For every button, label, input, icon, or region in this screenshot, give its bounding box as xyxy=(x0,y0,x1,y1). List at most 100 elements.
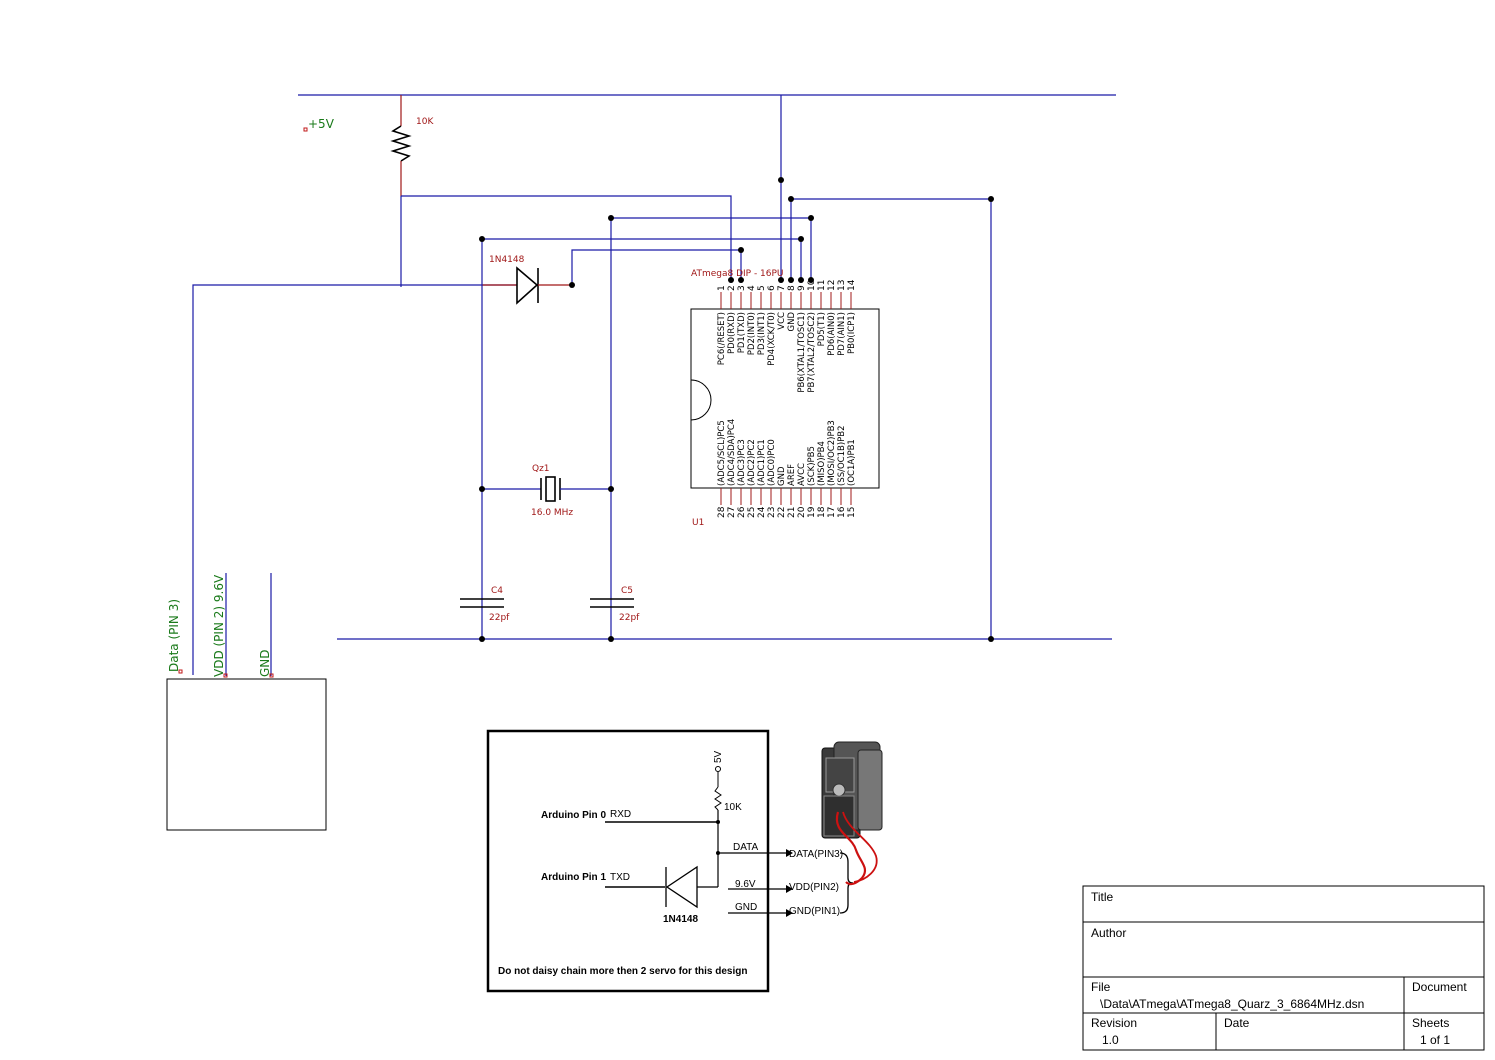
mcu-pin-number: 26 xyxy=(737,506,747,518)
pullup-resistor xyxy=(390,95,412,196)
mcu-notch xyxy=(690,379,712,421)
capacitor-c4 xyxy=(460,598,504,608)
diode-label: 1N4148 xyxy=(489,255,525,265)
inset-servo-vdd: VDD(PIN2) xyxy=(789,882,839,893)
mcu-pin-name: PB0(ICP1) xyxy=(847,312,857,354)
inset-data-net: DATA xyxy=(733,842,759,853)
mcu-pin-number: 22 xyxy=(777,507,787,518)
mcu-pin-number: 3 xyxy=(737,285,747,291)
mcu-pin-name: (ADC0)PC0 xyxy=(767,439,777,486)
mcu-pin-number: 14 xyxy=(847,279,857,291)
inset-txd: TXD xyxy=(610,872,630,883)
inset-frame xyxy=(486,729,770,993)
crystal-name: Qz1 xyxy=(532,464,550,474)
mcu-pin-number: 6 xyxy=(767,285,777,291)
inset-arduino-pin1: Arduino Pin 1 xyxy=(541,872,606,883)
connector-pin-vdd: VDD (PIN 2) 9.6V xyxy=(212,574,226,677)
mcu-pin-number: 13 xyxy=(837,280,847,291)
tx-net-wire xyxy=(571,249,742,285)
mcu-pin-name: AREF xyxy=(787,464,797,486)
diode-1n4148 xyxy=(482,266,572,305)
mcu-pin-name: (MOSI/OC2)PB3 xyxy=(827,420,837,486)
mcu-pin-number: 9 xyxy=(797,285,807,291)
mcu-pin-number: 19 xyxy=(807,506,817,518)
mcu-pin-number: 4 xyxy=(747,285,757,291)
capacitor-c5 xyxy=(590,598,634,608)
c5-value: 22pf xyxy=(619,613,640,623)
mcu-pin-name: PD2(INT0) xyxy=(747,312,757,355)
inset-servo-data: DATA(PIN3) xyxy=(789,849,843,860)
mcu-pin-name: (OC1A)PB1 xyxy=(847,439,857,486)
mcu-pin-name: PC6(/RESET) xyxy=(717,312,727,365)
crystal-qz1 xyxy=(482,476,611,502)
resistor-value: 10K xyxy=(416,117,434,127)
mcu-body xyxy=(690,308,880,489)
xtal1-net-wire xyxy=(481,238,802,639)
servo-wiring-inset: 5V 10K Arduino Pin 0 RXD Arduino Pin 1 T… xyxy=(486,729,883,993)
mcu-pin-number: 16 xyxy=(837,506,847,518)
mcu-designator: U1 xyxy=(692,518,704,528)
document-label: Document xyxy=(1412,980,1467,994)
mcu-pin-number: 21 xyxy=(787,507,797,518)
inset-arduino-pin0: Arduino Pin 0 xyxy=(541,810,606,821)
mcu-pin-name: (SS/OC1B)PB2 xyxy=(837,425,847,486)
mcu-pin-name: (ADC5/SCL)PC5 xyxy=(717,420,727,486)
mcu-pin-name: PD0(RXD) xyxy=(727,312,737,354)
c4-value: 22pf xyxy=(489,613,510,623)
xtal2-net-wire xyxy=(610,217,812,639)
mcu-pin-name: PD7(AIN1) xyxy=(837,312,847,356)
mcu-pin-number: 24 xyxy=(757,506,767,518)
sheets-value: 1 of 1 xyxy=(1420,1033,1450,1047)
connector-pin-data: Data (PIN 3) xyxy=(167,599,181,672)
connector-pin-gnd: GND xyxy=(258,649,272,677)
file-value: \Data\ATmega\ATmega8_Quarz_3_6864MHz.dsn xyxy=(1100,997,1364,1011)
mcu-pin-number: 28 xyxy=(717,506,727,518)
servo-motor-image xyxy=(821,741,883,886)
mcu-pin-number: 7 xyxy=(777,285,787,291)
mcu-pin-number: 8 xyxy=(787,285,797,291)
power-port-marker xyxy=(303,127,308,132)
mcu-pin-number: 25 xyxy=(747,507,757,518)
author-label: Author xyxy=(1091,926,1126,940)
title-block xyxy=(1082,885,1485,1051)
mcu-pin-number: 20 xyxy=(797,506,807,518)
inset-supply: 5V xyxy=(713,750,724,763)
mcu-pin-name: (SCK)PB5 xyxy=(807,446,817,486)
c5-name: C5 xyxy=(621,586,633,596)
data-line-wire xyxy=(192,284,517,675)
mcu-pin-number: 5 xyxy=(757,285,767,291)
mcu-pin-name: (ADC1)PC1 xyxy=(757,439,767,486)
inset-rxd: RXD xyxy=(610,809,631,820)
inset-supply-terminal xyxy=(715,766,721,772)
inset-note: Do not daisy chain more then 2 servo for… xyxy=(498,966,748,977)
mcu-pin-name: (ADC2)PC2 xyxy=(747,439,757,486)
mcu-pin-name: (ADC4/SDA)PC4 xyxy=(727,419,737,486)
rx-net-wire xyxy=(401,195,732,283)
mcu-pin-name: PB7(XTAL2/TOSC2) xyxy=(807,312,817,393)
date-label: Date xyxy=(1224,1016,1250,1030)
inset-servo-gnd: GND(PIN1) xyxy=(789,906,840,917)
mcu-pin-number: 12 xyxy=(827,280,837,291)
mcu-pin-number: 1 xyxy=(717,285,727,291)
mcu-pin-name: PD5(T1) xyxy=(817,312,827,346)
inset-resistor xyxy=(714,786,722,811)
mcu-pin-number: 18 xyxy=(817,506,827,518)
mcu-pin-number: 10 xyxy=(807,279,817,291)
file-label: File xyxy=(1091,980,1111,994)
connector-body xyxy=(166,678,327,831)
mcu-pin-name: (MISO)PB4 xyxy=(817,441,827,486)
junction-dots xyxy=(479,177,994,642)
mcu-pin-name: VCC xyxy=(777,312,787,330)
mcu-pin-name: PB6(XTAL1/TOSC1) xyxy=(797,312,807,393)
inset-diode-label: 1N4148 xyxy=(663,914,698,925)
mcu-pin-number: 15 xyxy=(847,507,857,518)
gnd-feed-wire xyxy=(790,198,992,639)
mcu-pin-number: 23 xyxy=(767,507,777,518)
mcu-part-name: ATmega8 DIP - 16PU xyxy=(691,269,784,279)
mcu-pin-name: GND xyxy=(787,312,797,332)
mcu-pin-name: PD6(AIN0) xyxy=(827,312,837,356)
mcu-pin-name: PD1(TXD) xyxy=(737,312,747,353)
mcu-pin-name: PD3(INT1) xyxy=(757,312,767,355)
mcu-pin-name: (ADC3)PC3 xyxy=(737,439,747,486)
